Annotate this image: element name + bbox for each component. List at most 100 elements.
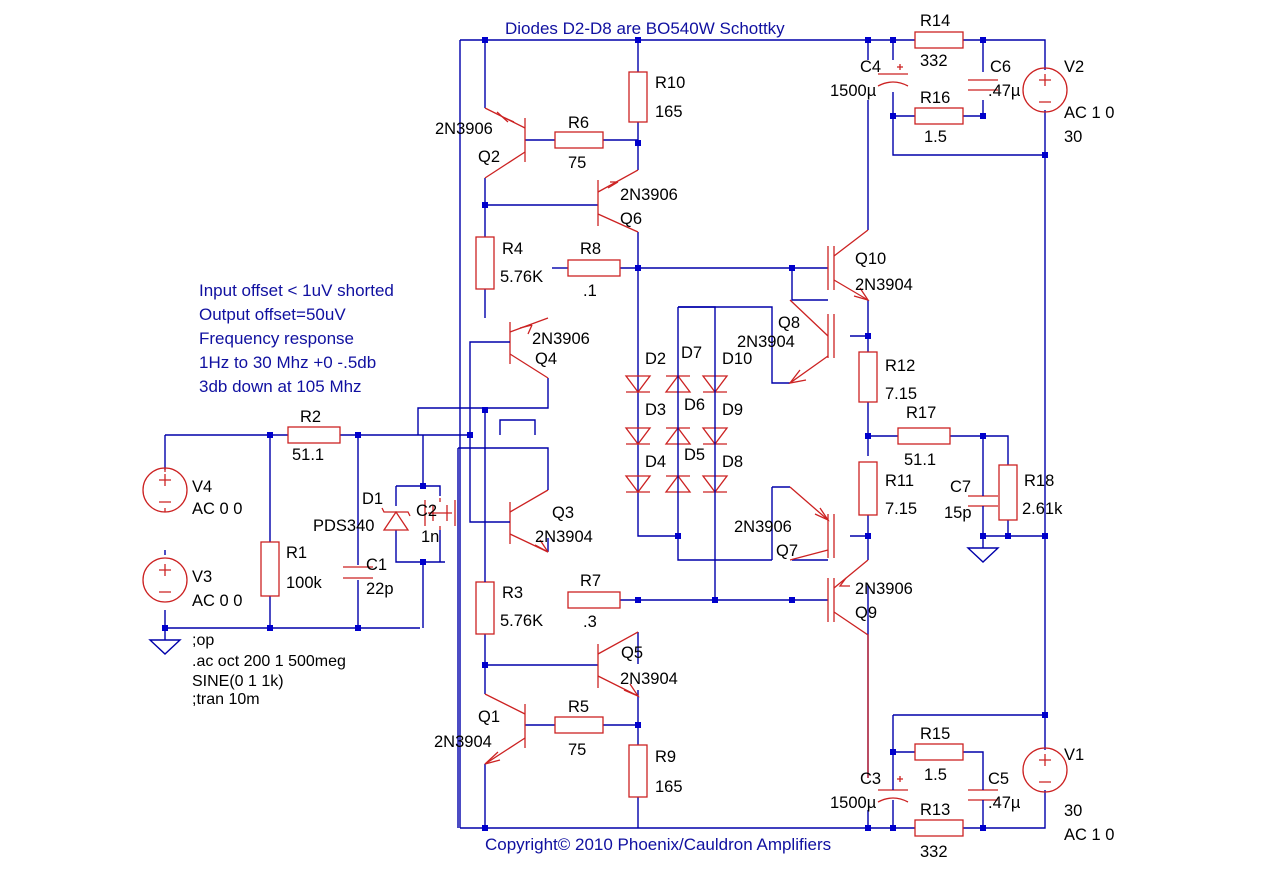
spice-directive: ;tran 10m xyxy=(192,691,260,708)
diode-d1 xyxy=(381,507,411,531)
resistor-r14 xyxy=(914,31,964,49)
transistor-q6 xyxy=(597,169,639,233)
spice-directive: ;op xyxy=(192,632,214,649)
junction-dots xyxy=(162,37,1048,831)
label-r2-value: 51.1 xyxy=(292,446,324,464)
label-r5-value: 75 xyxy=(568,741,586,759)
note-line: 1Hz to 30 Mhz +0 -.5db xyxy=(199,353,376,372)
label-r6-value: 75 xyxy=(568,154,586,172)
label-c2-value: 1n xyxy=(421,528,439,546)
label-v4-line: AC 0 0 xyxy=(192,500,242,518)
label-q1-name: Q1 xyxy=(478,708,500,726)
voltage-sources xyxy=(142,67,1068,793)
label-c3-name: C3 xyxy=(860,770,881,788)
footer-note: Copyright© 2010 Phoenix/Cauldron Amplifi… xyxy=(485,835,831,854)
label-c4-value: 1500µ xyxy=(830,82,877,100)
label-r14-name: R14 xyxy=(920,12,950,30)
label-r18-name: R18 xyxy=(1024,472,1054,490)
capacitor-c6 xyxy=(968,79,998,91)
label-q3-model: 2N3904 xyxy=(535,528,593,546)
label-r10-value: 165 xyxy=(655,103,683,121)
label-q6-model: 2N3906 xyxy=(620,186,678,204)
label-r4-value: 5.76K xyxy=(500,268,543,286)
label-q4-name: Q4 xyxy=(535,350,557,368)
label-q4-model: 2N3906 xyxy=(532,330,590,348)
label-v2-name: V2 xyxy=(1064,58,1084,76)
label-q5-name: Q5 xyxy=(621,644,643,662)
label-r2-name: R2 xyxy=(300,408,321,426)
label-d3: D3 xyxy=(645,401,666,419)
capacitor-c3 xyxy=(877,776,909,812)
label-v4-name: V4 xyxy=(192,478,212,496)
notes: Diodes D2-D8 are BO540W Schottky Copyrig… xyxy=(192,19,831,854)
label-r4-name: R4 xyxy=(502,240,523,258)
label-q5-model: 2N3904 xyxy=(620,670,678,688)
label-q6-name: Q6 xyxy=(620,210,642,228)
spice-directive: SINE(0 1 1k) xyxy=(192,673,284,690)
note-line: Output offset=50uV xyxy=(199,305,346,324)
label-v2-line: 30 xyxy=(1064,128,1082,146)
diode-d4 xyxy=(624,475,652,494)
label-r11-value: 7.15 xyxy=(885,500,917,518)
label-r10-name: R10 xyxy=(655,74,685,92)
label-q9-name: Q9 xyxy=(855,604,877,622)
transistor-q10 xyxy=(827,229,870,302)
label-r9-value: 165 xyxy=(655,778,683,796)
voltage-source-v2 xyxy=(1022,67,1068,113)
spice-directive: .ac oct 200 1 500meg xyxy=(192,653,346,670)
label-r3-value: 5.76K xyxy=(500,612,543,630)
label-r3-name: R3 xyxy=(502,584,523,602)
resistors xyxy=(260,31,1018,837)
label-c5-name: C5 xyxy=(988,770,1009,788)
diode-d3 xyxy=(624,427,652,446)
label-q8-name: Q8 xyxy=(778,314,800,332)
resistor-r8 xyxy=(567,259,621,277)
label-r18-value: 2.61k xyxy=(1022,500,1063,518)
label-v3-name: V3 xyxy=(192,568,212,586)
label-r15-name: R15 xyxy=(920,725,950,743)
label-d1-model: PDS340 xyxy=(313,517,374,535)
ground-right xyxy=(966,547,1000,563)
resistor-r13 xyxy=(914,819,964,837)
label-d10: D10 xyxy=(722,350,752,368)
transistors xyxy=(484,107,870,778)
label-c1-name: C1 xyxy=(366,556,387,574)
label-d6: D6 xyxy=(684,396,705,414)
label-v1-name: V1 xyxy=(1064,746,1084,764)
label-q10-model: 2N3904 xyxy=(855,276,913,294)
label-r11-name: R11 xyxy=(885,472,914,490)
label-c4-name: C4 xyxy=(860,58,881,76)
resistor-r6 xyxy=(554,131,604,149)
voltage-source-v1 xyxy=(1022,747,1068,793)
label-v3-line: AC 0 0 xyxy=(192,592,242,610)
resistor-r4 xyxy=(475,236,495,290)
label-c3-value: 1500µ xyxy=(830,794,877,812)
label-d8: D8 xyxy=(722,453,743,471)
capacitor-c4 xyxy=(877,64,909,87)
transistor-q5 xyxy=(597,631,640,698)
note-line: 3db down at 105 Mhz xyxy=(199,377,362,396)
label-r16-name: R16 xyxy=(920,89,950,107)
label-r15-value: 1.5 xyxy=(924,766,947,784)
label-q7-name: Q7 xyxy=(776,542,798,560)
label-r12-value: 7.15 xyxy=(885,385,917,403)
voltage-source-v3 xyxy=(142,557,188,603)
label-r7-value: .3 xyxy=(583,613,597,631)
label-r6-name: R6 xyxy=(568,114,589,132)
diode-d2 xyxy=(624,375,652,394)
transistor-q7 xyxy=(789,486,835,561)
label-c7-value: 15p xyxy=(944,504,972,522)
label-r7-name: R7 xyxy=(580,572,601,590)
resistor-r1 xyxy=(260,541,280,597)
label-v1-line: 30 xyxy=(1064,802,1082,820)
label-r16-value: 1.5 xyxy=(924,128,947,146)
label-q7-model: 2N3906 xyxy=(734,518,792,536)
resistor-r2 xyxy=(287,426,341,444)
label-q8-model: 2N3904 xyxy=(737,333,795,351)
resistor-r18 xyxy=(998,464,1018,521)
label-r17-value: 51.1 xyxy=(904,451,936,469)
ground-left xyxy=(148,639,182,655)
resistor-r7 xyxy=(567,591,621,609)
label-r9-name: R9 xyxy=(655,748,676,766)
transistor-q4 xyxy=(490,317,549,379)
